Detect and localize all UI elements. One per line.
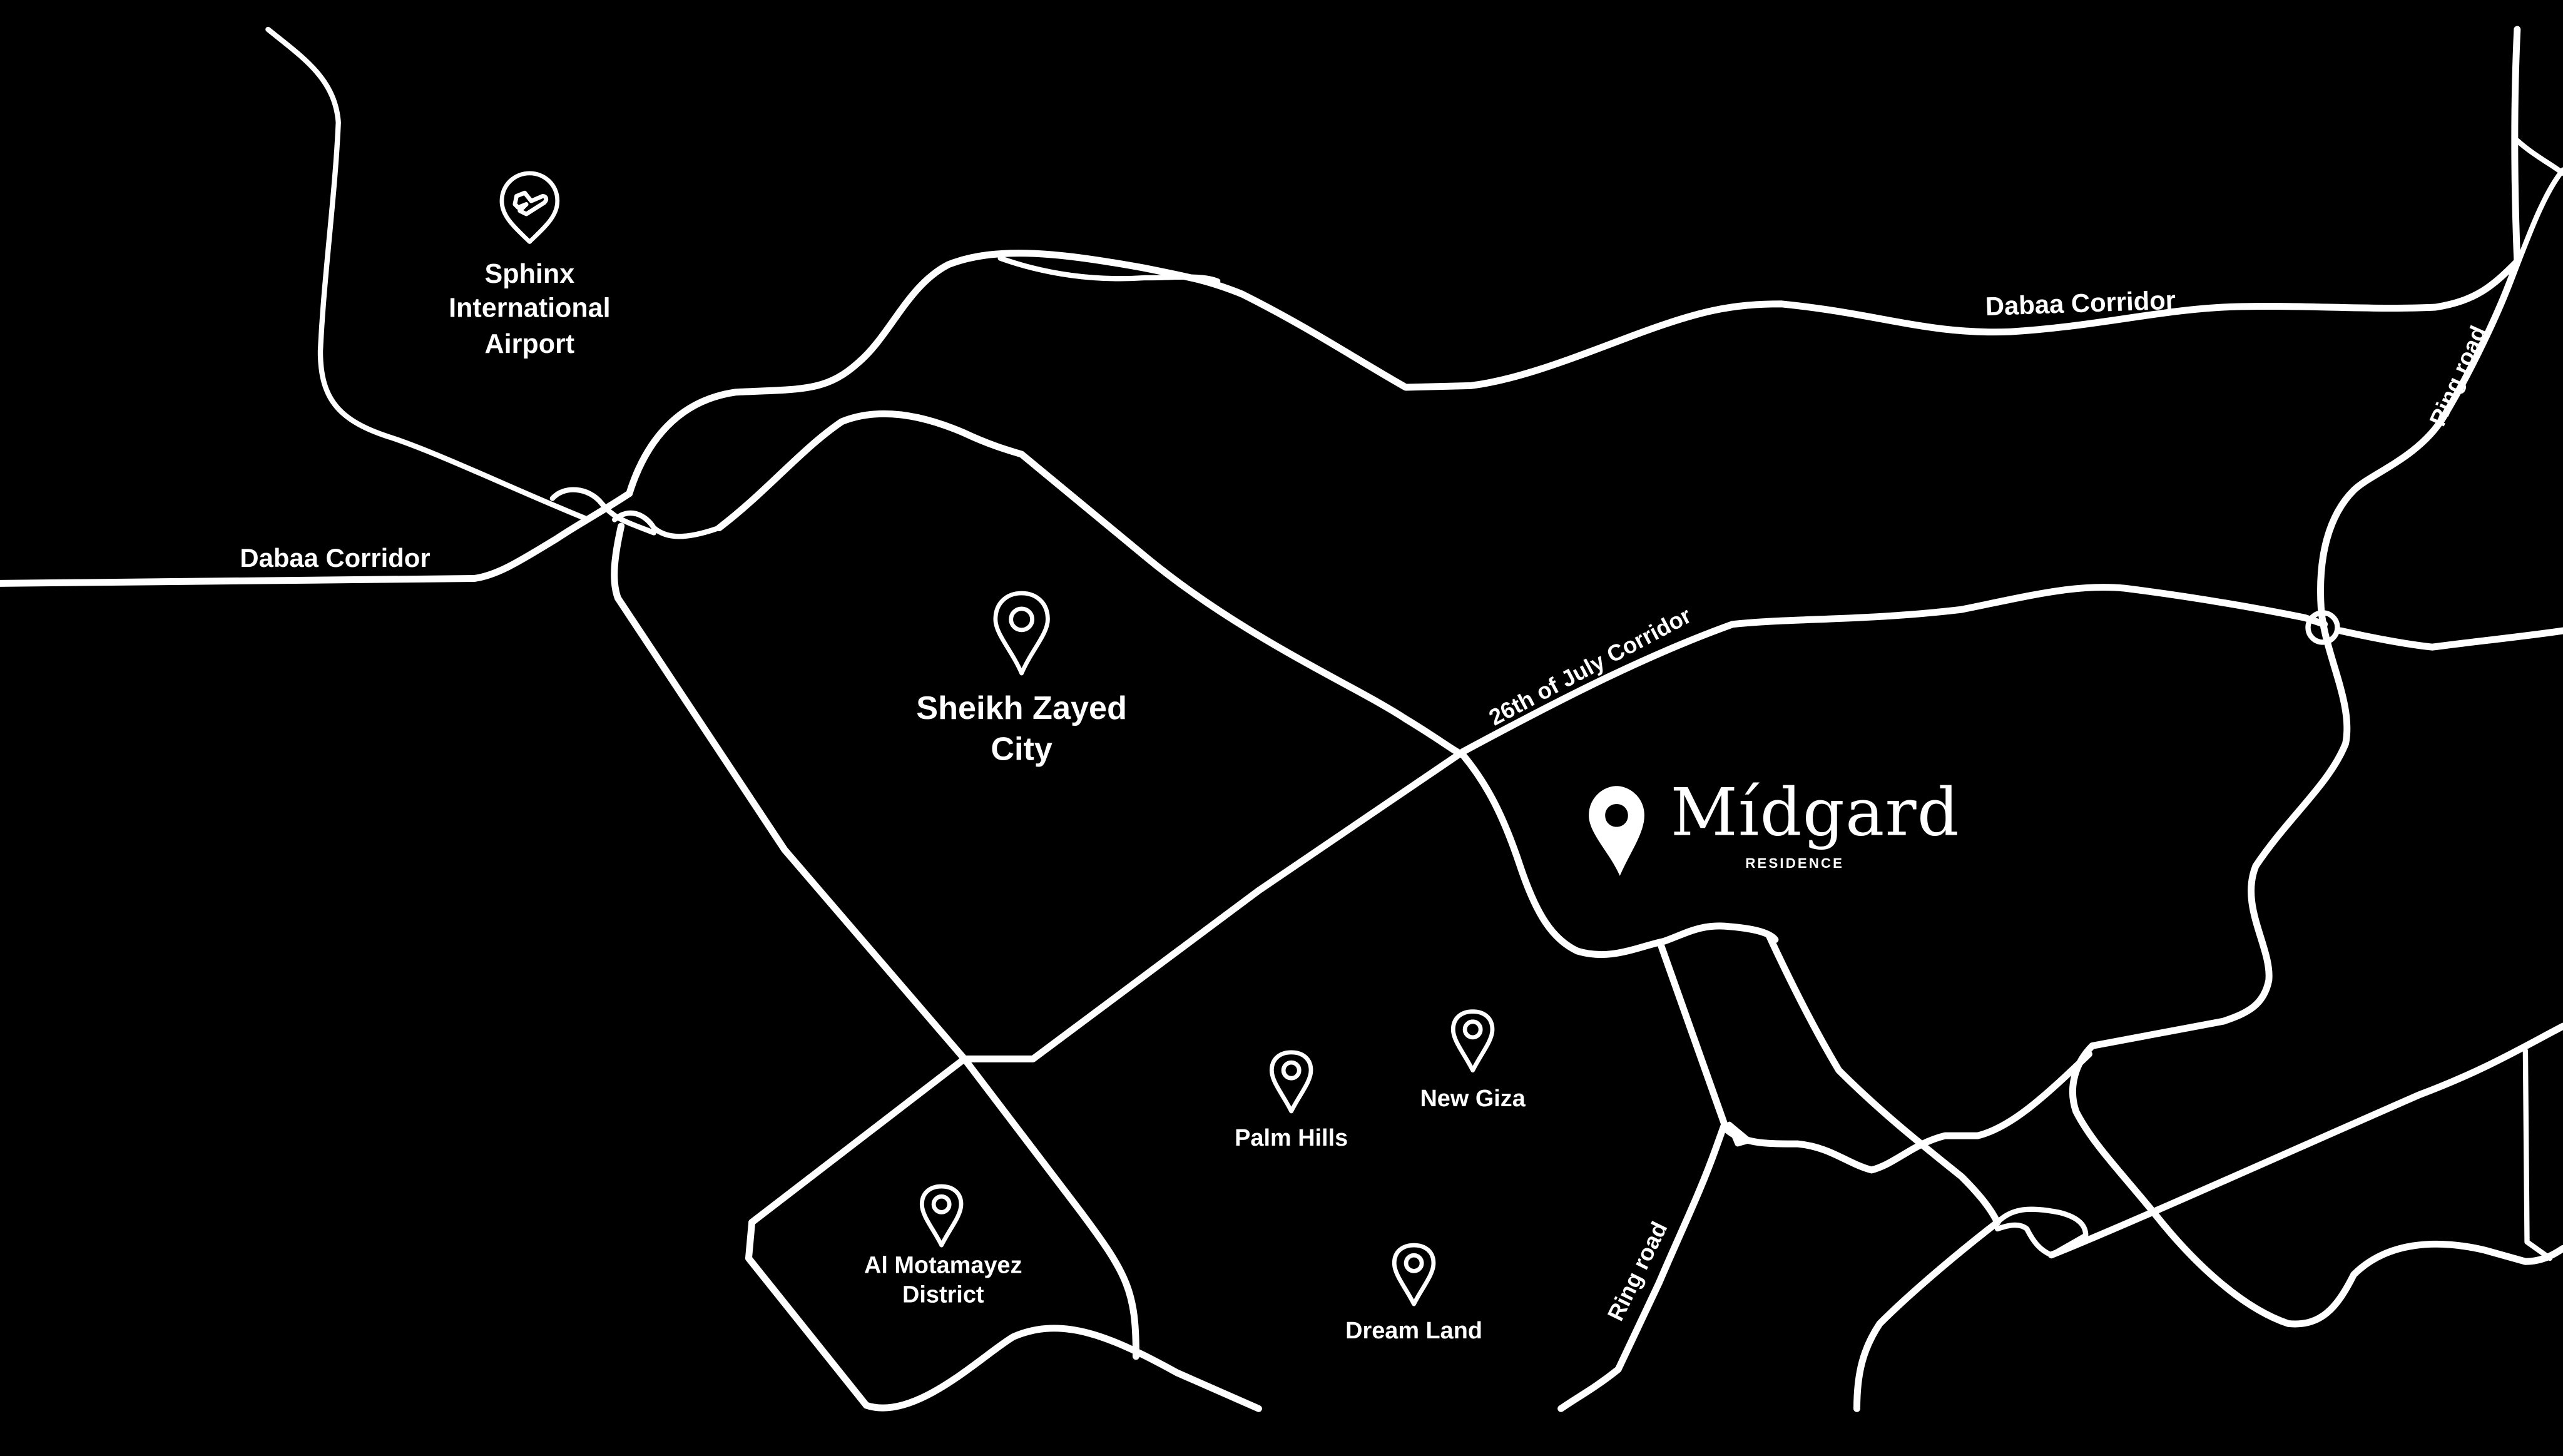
palm-hills-label: Palm Hills: [1235, 1125, 1348, 1151]
project-subtitle: RESIDENCE: [1745, 855, 1844, 871]
road-dabaa-loop: [997, 255, 1221, 284]
airport-name-line1: Sphinx: [485, 259, 575, 289]
road-midgard-west: [1459, 751, 1779, 959]
road-southeast-diagonal: [2047, 1022, 2563, 1259]
sheikh-zayed-line1: Sheikh Zayed: [916, 690, 1127, 726]
airport-name-line2: International: [449, 293, 611, 323]
road-network: [0, 26, 2563, 1412]
map-pin-icon: [993, 591, 1050, 676]
new-giza-label: New Giza: [1420, 1086, 1526, 1112]
map-pin-icon: [919, 1184, 964, 1248]
road-motamayez-south: [745, 1219, 1262, 1412]
road-airport-west: [265, 26, 591, 522]
place-sheikh-zayed-city[interactable]: Sheikh Zayed City: [916, 591, 1127, 767]
airport-name-line3: Airport: [485, 329, 575, 359]
map-pin-icon: [1269, 1050, 1313, 1114]
al-motamayez-line1: Al Motamayez: [864, 1252, 1022, 1278]
place-new-giza[interactable]: New Giza: [1420, 1009, 1526, 1112]
project-midgard-residence[interactable]: Mídgard RESIDENCE: [1589, 775, 1960, 876]
road-ring-ne-loop: [2506, 167, 2563, 289]
road-ring-junction-east: [1721, 1051, 2092, 1174]
label-dabaa-corridor-west: Dabaa Corridor: [240, 543, 430, 573]
road-junction-loop-2: [612, 510, 722, 539]
road-ring-loop: [1726, 1121, 1752, 1147]
airplane-pin-icon: [499, 171, 560, 244]
label-dabaa-corridor-east: Dabaa Corridor: [1985, 285, 2176, 322]
solid-map-pin-icon: [1589, 786, 1644, 876]
road-ne-spur: [2514, 138, 2563, 176]
place-sphinx-airport[interactable]: Sphinx International Airport: [449, 171, 611, 359]
road-junction-loop: [549, 487, 657, 536]
road-loop-southeast: [1994, 1206, 2089, 1258]
road-ring-south: [1557, 941, 1728, 1412]
al-motamayez-line2: District: [902, 1282, 984, 1308]
project-name: Mídgard: [1671, 775, 1960, 851]
road-ring-east: [2069, 26, 2563, 1328]
road-far-east-vertical: [2522, 1048, 2553, 1261]
place-al-motamayez-district[interactable]: Al Motamayez District: [864, 1184, 1022, 1308]
road-zayed-west: [611, 522, 1139, 1360]
roundabout: [2305, 610, 2340, 645]
place-palm-hills[interactable]: Palm Hills: [1235, 1050, 1348, 1151]
road-26th-july-east: [2337, 627, 2563, 651]
place-dream-land[interactable]: Dream Land: [1345, 1243, 1482, 1344]
road-zayed-north: [715, 410, 1467, 759]
dream-land-label: Dream Land: [1345, 1318, 1482, 1344]
map-pin-icon: [1450, 1009, 1495, 1073]
road-26th-july: [748, 584, 2328, 1226]
road-dabaa-upper: [626, 250, 2521, 497]
sheikh-zayed-line2: City: [991, 731, 1052, 767]
road-midgard-east: [1765, 931, 2001, 1412]
map-pin-icon: [1392, 1243, 1436, 1306]
